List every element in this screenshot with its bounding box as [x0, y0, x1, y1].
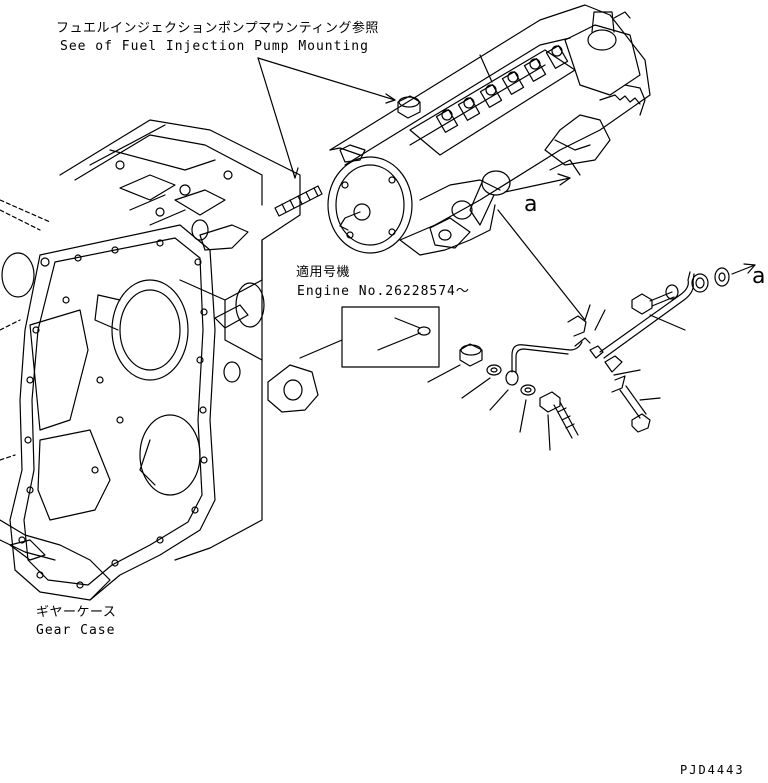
part-leaders: [427, 209, 686, 451]
engine-block-drawing: [0, 119, 301, 601]
pump-mounting-reference-jp: フュエルインジェクションポンプマウンティング参照: [56, 21, 379, 36]
arrow-marker-a-pipe: a: [752, 264, 766, 289]
fuel-injection-pump-drawing: [327, 4, 651, 256]
detail-inset: [299, 306, 440, 368]
applicable-engine-jp: 適用号機: [296, 265, 351, 280]
oil-pipe-assembly-drawing: [459, 263, 756, 439]
drawing-code: PJD4443: [680, 763, 745, 777]
arrow-marker-a-pump: a: [524, 192, 538, 217]
gear-case-label-jp: ギヤーケース: [36, 605, 117, 620]
gasket-drawing: [267, 364, 319, 413]
pump-mounting-reference-en: See of Fuel Injection Pump Mounting: [60, 39, 369, 54]
gear-case-label-en: Gear Case: [36, 623, 116, 638]
stud-bolt-drawing: [274, 185, 323, 217]
applicable-engine-number: Engine No.26228574～: [297, 284, 470, 299]
reference-leaders: [257, 54, 493, 179]
nut-drawing: [397, 95, 421, 119]
